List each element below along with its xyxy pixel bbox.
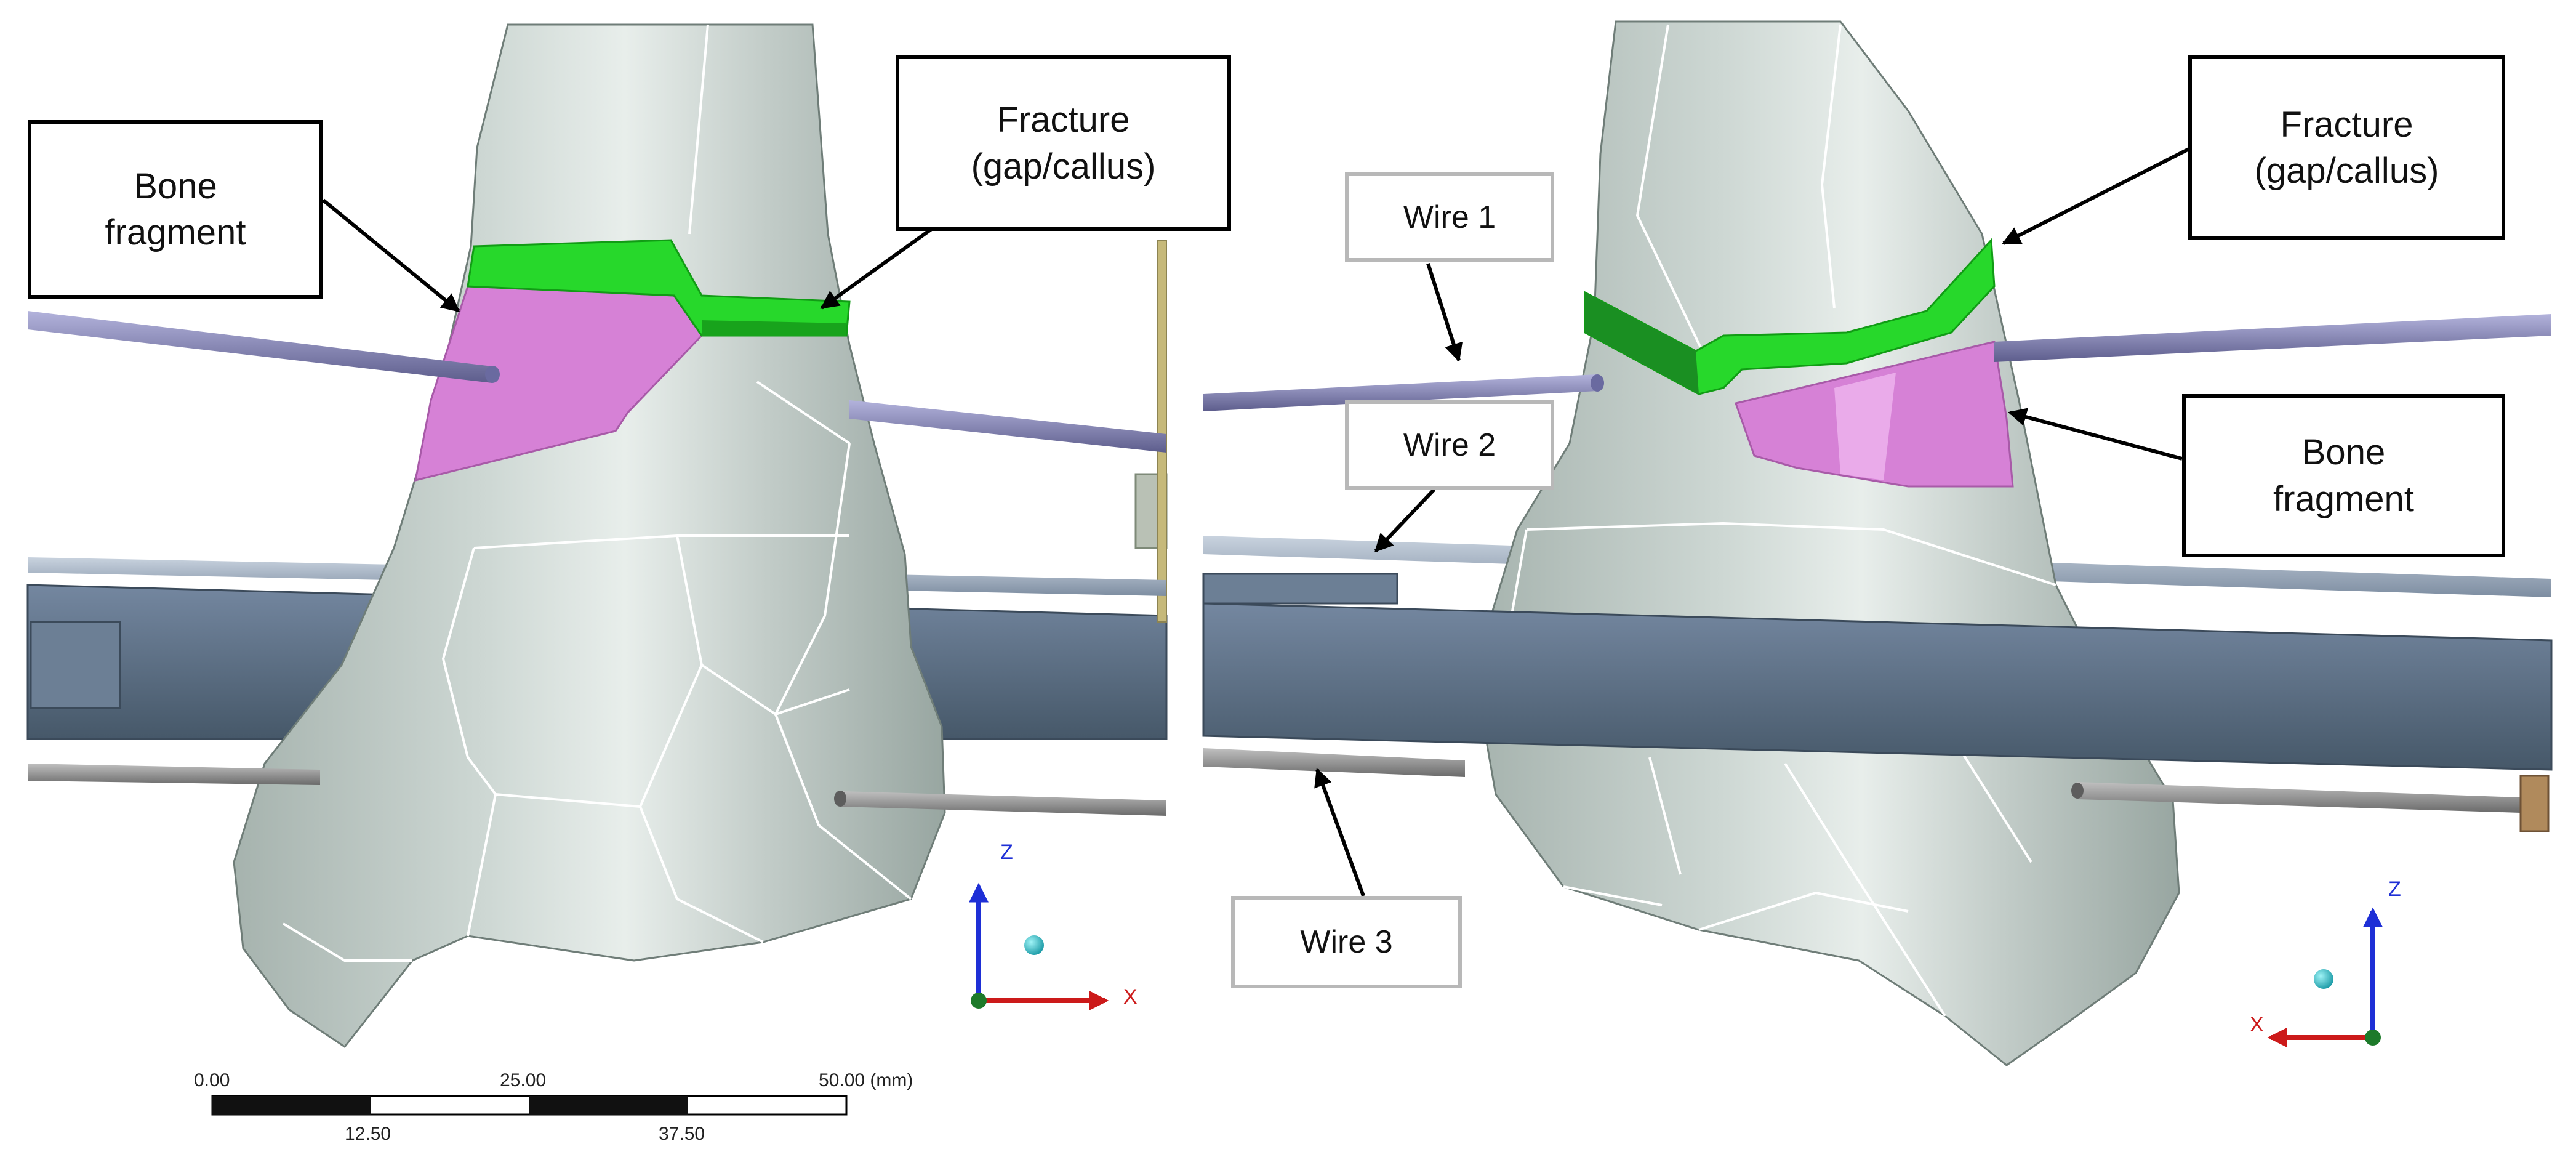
right-bone-fragment-arrow (2008, 408, 2183, 461)
right-panel: Z X (1202, 20, 2553, 1066)
right-wire-1-text: Wire 1 (1403, 199, 1496, 235)
left-fracture-label: Fracture (gap/callus) (896, 55, 1231, 231)
right-frame-block (1202, 573, 1398, 605)
scale-tick-25: 25.00 (500, 1070, 547, 1090)
left-triad-z-label: Z (1000, 840, 1013, 864)
scale-tick-12-5: 12.50 (345, 1124, 391, 1144)
left-wire-lower-tip (834, 791, 846, 807)
right-wire-upper-left (1203, 374, 1597, 411)
left-triad-x-label: X (1123, 985, 1138, 1009)
right-bone-fragment-text: Bone fragment (2273, 432, 2414, 519)
right-fracture-text: Fracture (gap/callus) (2254, 104, 2439, 191)
left-wire-upper-tip (485, 366, 500, 383)
right-wire-1-arrow (1426, 263, 1463, 362)
left-coordinate-triad: Z X (969, 840, 1138, 1010)
left-rod-right (1157, 240, 1167, 623)
left-bone-fragment-text: Bone fragment (105, 166, 246, 252)
right-wire-3-label: Wire 3 (1231, 896, 1462, 988)
right-wire-lower-tip (2071, 783, 2084, 799)
scale-tick-0: 0.00 (194, 1070, 230, 1090)
right-wire-2-arrow (1374, 488, 1436, 553)
left-wire-lower-right (840, 791, 1166, 816)
right-coordinate-triad: Z X (2250, 877, 2401, 1047)
right-wire-2-label: Wire 2 (1345, 400, 1554, 490)
right-bone (1473, 20, 2180, 1066)
left-panel: Z X (26, 23, 1168, 1116)
right-wire-lower-right (2077, 782, 2521, 813)
right-wire-1-label: Wire 1 (1345, 172, 1554, 262)
right-wire-3-text: Wire 3 (1300, 924, 1393, 960)
left-fracture-gap-shade (702, 320, 846, 336)
left-fracture-text: Fracture (gap/callus) (971, 100, 1156, 187)
right-fracture-arrow (2002, 146, 2193, 245)
left-bone-fragment-label: Bone fragment (28, 120, 323, 299)
left-bone-fragment-arrow (322, 198, 460, 313)
left-wire-lower-left (28, 764, 320, 785)
right-wire-2-text: Wire 2 (1403, 427, 1496, 463)
left-bone-patch-lines (282, 24, 912, 962)
right-triad-z-label: Z (2388, 877, 2401, 901)
right-bone-fragment-highlight (1834, 373, 1896, 480)
left-fracture-arrow (820, 220, 943, 310)
right-frame-bar (1202, 602, 2553, 771)
right-wire-lower-left (1203, 748, 1465, 777)
left-scale-bar (211, 1095, 848, 1116)
right-fracture-gap-shade (1585, 292, 1699, 394)
right-triad-x-label: X (2250, 1013, 2264, 1036)
right-wire-3-arrow (1314, 768, 1365, 897)
left-wire-upper-right (849, 400, 1166, 453)
right-wire-upper-tip (1591, 374, 1604, 392)
right-fracture-label: Fracture (gap/callus) (2188, 55, 2505, 240)
scale-tick-37-5: 37.50 (659, 1124, 705, 1144)
right-bone-patch-lines (1501, 24, 2056, 1017)
left-wire-upper-left (28, 311, 492, 383)
right-brown-block (2519, 775, 2550, 832)
right-wire-upper-right (1994, 314, 2551, 362)
left-frame-block (30, 621, 121, 709)
scale-tick-50: 50.00 (mm) (819, 1070, 913, 1090)
right-bone-fragment-label: Bone fragment (2182, 394, 2505, 557)
